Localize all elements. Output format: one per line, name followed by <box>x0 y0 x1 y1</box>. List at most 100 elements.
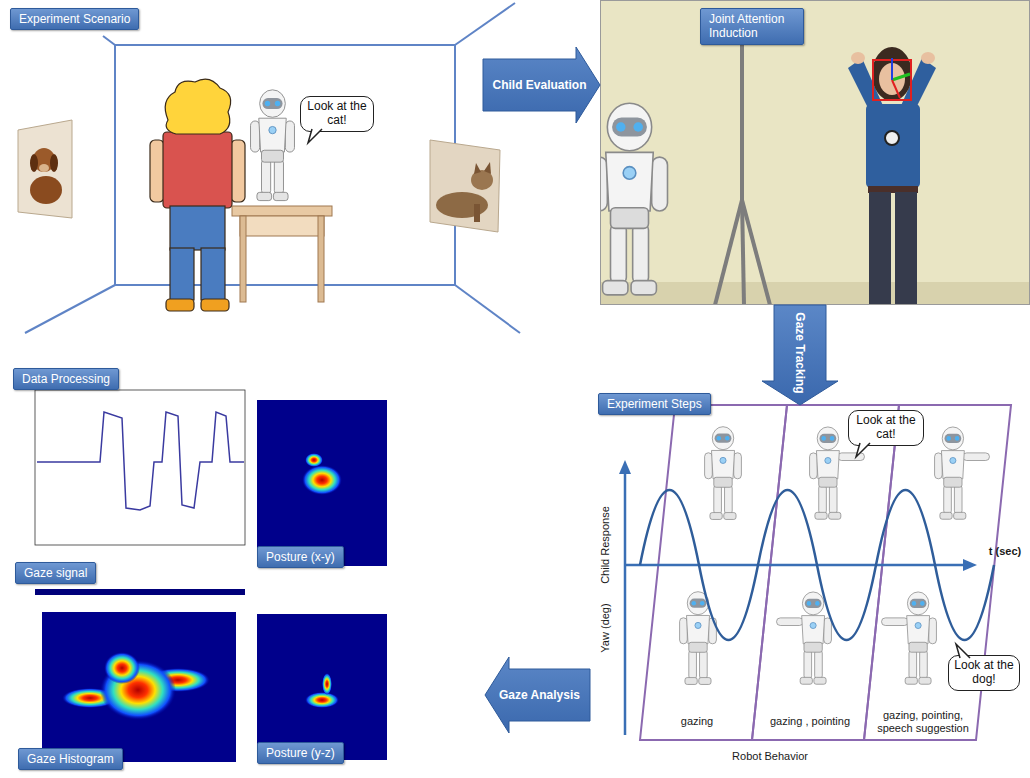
table-top <box>232 206 332 216</box>
axis-head <box>963 559 977 571</box>
tracking-marker <box>885 131 899 145</box>
girl-belt <box>868 186 918 193</box>
cat-ear <box>484 162 491 174</box>
panel-tag: Experiment Steps <box>598 393 711 415</box>
girl-leg <box>895 192 917 305</box>
picture-frame <box>18 120 72 218</box>
axis-head <box>619 460 631 474</box>
robot-figure <box>882 592 937 684</box>
robot-figure <box>935 427 990 519</box>
robot-figure <box>705 427 742 520</box>
dog-muzzle <box>39 164 49 172</box>
table-leg <box>240 216 246 302</box>
gaze-histogram-plot <box>42 612 236 762</box>
heatmap-ground <box>42 612 236 762</box>
speech-text: Look at the cat! <box>854 414 918 442</box>
axis-label: Child Response <box>599 506 612 584</box>
block-arrow <box>485 657 590 733</box>
heatmap-ground <box>257 400 387 566</box>
speech-text: Look at the dog! <box>954 659 1014 687</box>
robot-figure <box>777 592 832 684</box>
speech-text: Look at the cat! <box>306 100 368 128</box>
child-hair <box>165 79 230 134</box>
girl-leg <box>869 192 891 305</box>
axis-label: gazing <box>681 715 713 728</box>
photo <box>600 0 1030 305</box>
picture-frame <box>430 140 500 232</box>
speech-bubble: Look at the cat! <box>300 96 374 132</box>
plot-box: Posture (x-y) <box>257 400 387 568</box>
room-edge <box>25 285 115 333</box>
table-panel <box>240 216 324 236</box>
photo-floor <box>600 282 1030 305</box>
axis-label: Yaw (deg) <box>599 603 612 652</box>
axis-label: gazing, pointing, speech suggestion <box>869 709 977 735</box>
bubble-tail <box>956 644 970 658</box>
plot-area <box>35 390 245 545</box>
child-arm <box>150 140 164 202</box>
response-wave <box>640 490 994 640</box>
block-arrow <box>483 47 600 123</box>
cat-leg <box>474 204 480 222</box>
posture-yz-plot <box>257 614 387 760</box>
panel-tag: Data Processing <box>13 368 119 390</box>
bubble-tail <box>308 129 322 143</box>
tripod-leg <box>742 200 744 305</box>
room-edge <box>455 3 515 45</box>
step-frame <box>640 405 787 740</box>
robot-figure <box>777 592 832 684</box>
dog-ear <box>30 154 38 172</box>
room-edge <box>103 36 115 45</box>
photo-panel: Joint Attention Induction <box>600 0 1030 305</box>
table-leg <box>318 216 324 302</box>
speech-bubble: Look at the dog! <box>948 655 1020 691</box>
processing-panel: Data ProcessingGaze signalPosture (x-y)G… <box>5 366 485 776</box>
room-edge <box>455 285 520 333</box>
plot-box: Posture (y-z) <box>257 614 387 764</box>
girl-figure <box>848 47 936 305</box>
arrow-label: Gaze Analysis <box>499 688 580 702</box>
arrow-label: Child Evaluation <box>492 78 586 92</box>
panel-tag: Experiment Scenario <box>10 8 139 30</box>
bubble-tail <box>307 129 325 145</box>
child-shoe <box>201 299 229 311</box>
x-axis <box>625 564 965 567</box>
tripod <box>715 30 770 305</box>
robot-figure <box>680 592 717 685</box>
robot-figure <box>882 592 937 684</box>
cat-ear <box>474 163 481 174</box>
gaze-signal-line <box>37 412 244 510</box>
child-leg <box>170 248 194 300</box>
tripod-leg <box>715 200 742 305</box>
tripod-leg <box>742 200 770 305</box>
heat-blob <box>305 692 339 708</box>
cat-body <box>436 192 488 218</box>
posture-xy-plot <box>257 400 387 566</box>
photo-border <box>601 1 1030 305</box>
robot-figure <box>251 90 295 201</box>
girl-hand <box>851 52 865 64</box>
arrow-label: Gaze Tracking <box>793 312 807 393</box>
y-axis <box>624 472 627 735</box>
girl-hair <box>872 47 912 101</box>
plot-tag: Posture (y-z) <box>257 742 344 764</box>
axis-label: Robot Behavior <box>732 750 808 763</box>
child-pants <box>170 206 225 250</box>
bubble-tail <box>856 443 870 457</box>
speech-bubble: Look at the cat! <box>848 410 924 446</box>
heat-blob <box>104 652 140 684</box>
girl-hand <box>921 52 935 64</box>
photo-wall <box>600 0 1030 305</box>
step-frame <box>752 405 899 740</box>
head-pose-axis <box>892 74 910 80</box>
cat-picture <box>430 140 500 232</box>
plot-box: Gaze signal <box>15 388 247 584</box>
head-pose-axis <box>891 58 893 80</box>
child-arm <box>231 140 245 202</box>
scenario-panel: Experiment ScenarioLook at the cat! <box>5 5 483 333</box>
bubble-tail <box>855 443 873 459</box>
room-outline <box>25 3 520 333</box>
plot-tag: Posture (x-y) <box>257 546 344 568</box>
